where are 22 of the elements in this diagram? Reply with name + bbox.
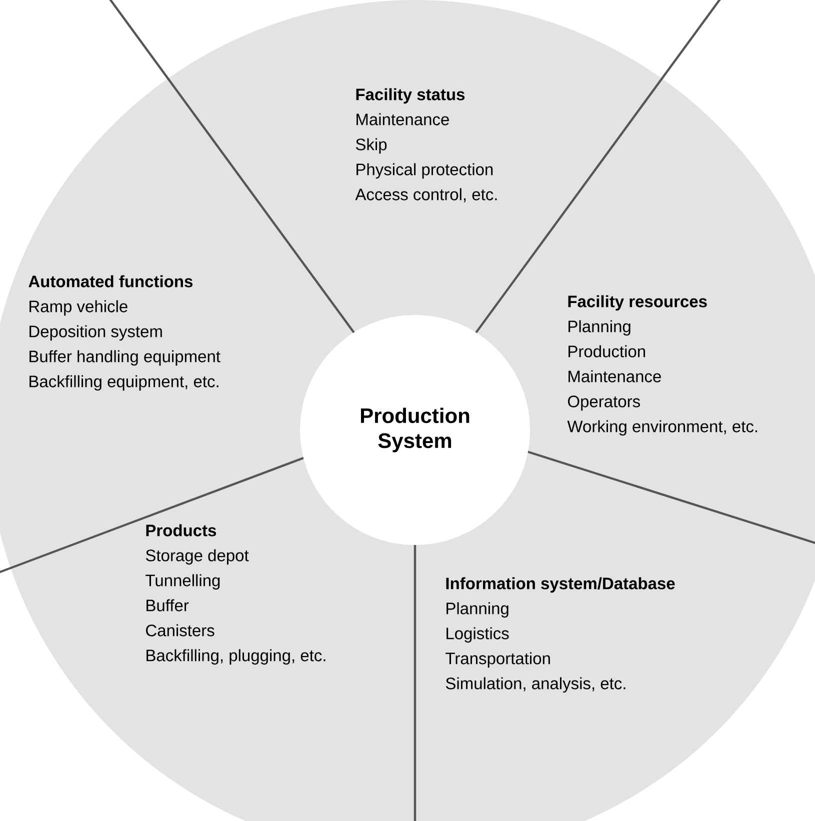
node-label: Deposition system bbox=[30, 325, 162, 341]
node-label: Production bbox=[568, 345, 646, 358]
node-label: Transportation bbox=[446, 652, 550, 668]
node-label: Information system/Database bbox=[446, 577, 675, 593]
node-label: Operators bbox=[568, 396, 640, 411]
node-label: Simulation, analysis, etc. bbox=[446, 677, 626, 693]
node-label: Maintenance bbox=[356, 113, 449, 126]
node-label: Skip bbox=[356, 138, 387, 154]
node-label: Tunnelling bbox=[146, 574, 220, 590]
node-label: Logistics bbox=[446, 627, 509, 643]
node-label: Physical protection bbox=[356, 163, 493, 179]
node-label: Buffer bbox=[146, 599, 189, 612]
node-label: Planning bbox=[568, 320, 630, 336]
node-label: Backfilling, plugging, etc. bbox=[146, 649, 326, 665]
node-label: Storage depot bbox=[146, 549, 249, 565]
node-label: Products bbox=[146, 524, 216, 536]
node-label: Maintenance bbox=[568, 370, 661, 382]
node-label: Facility status bbox=[356, 88, 465, 104]
node-label: Canisters bbox=[146, 624, 214, 636]
node-label: Planning bbox=[446, 602, 508, 618]
node-label: Ramp vehicle bbox=[30, 300, 128, 316]
node-label: Access control, etc. bbox=[355, 188, 497, 202]
